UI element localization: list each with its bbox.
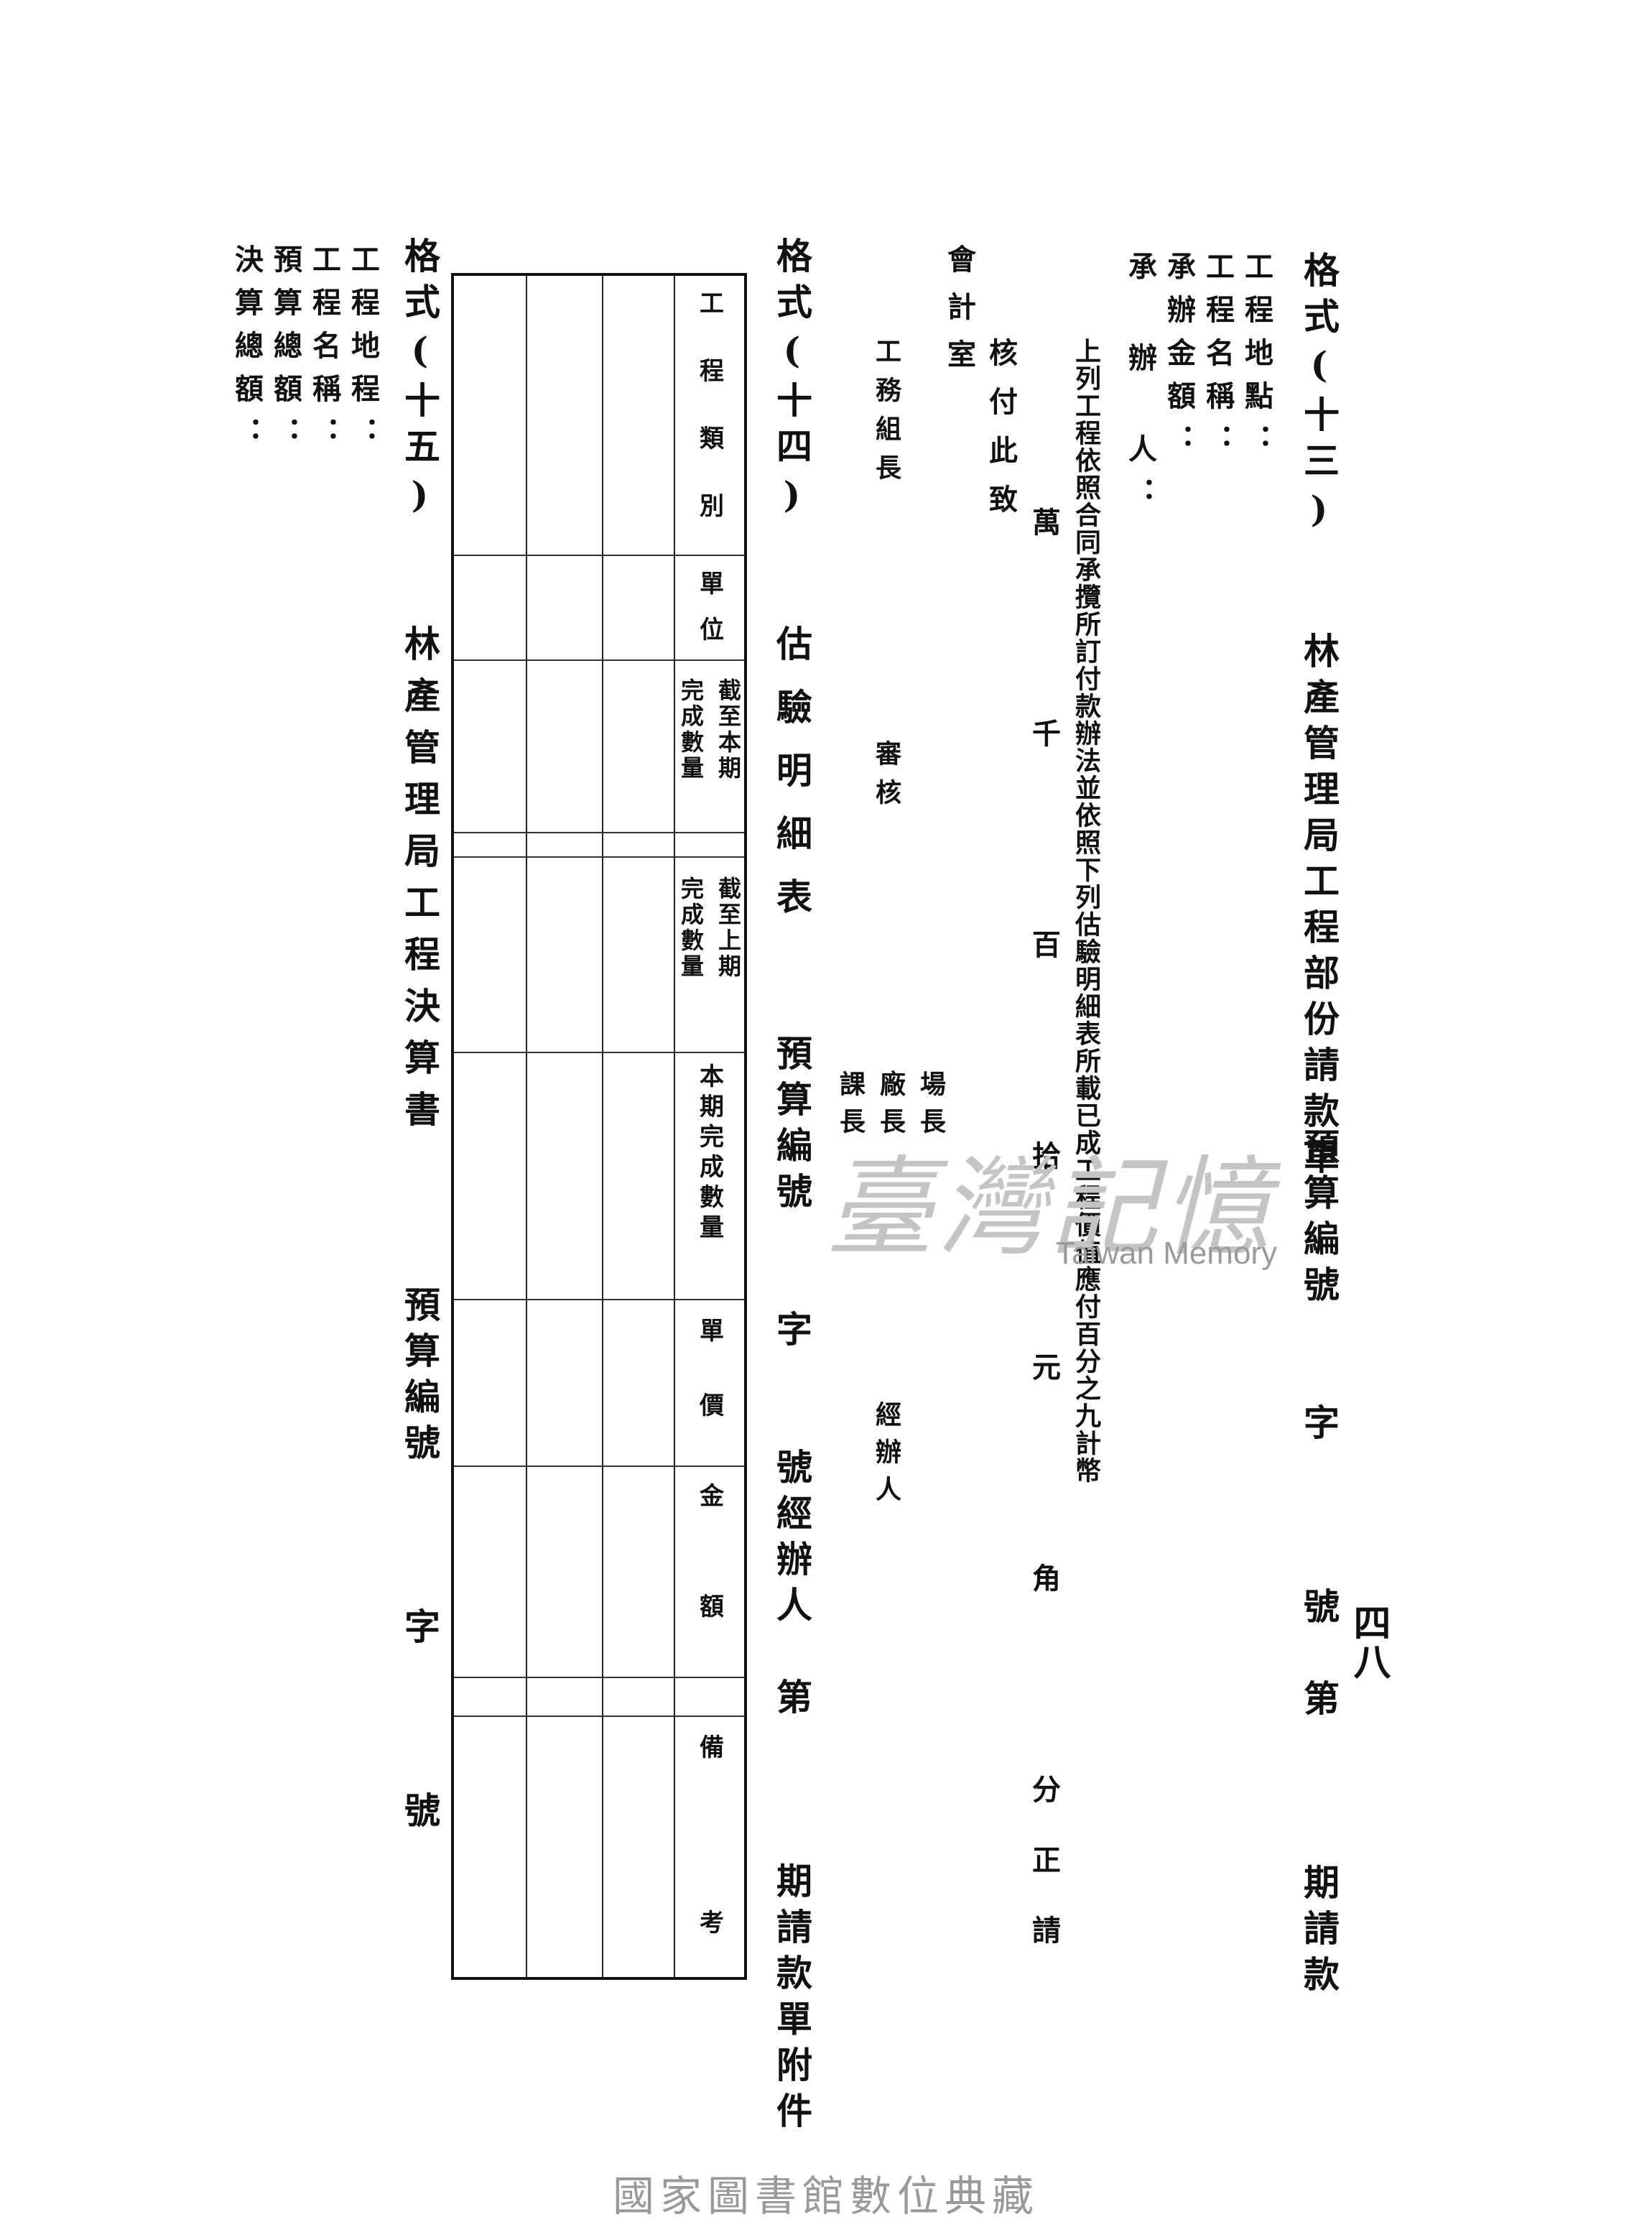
table-column-divider xyxy=(454,1052,744,1053)
col-header-cumulative-previous: 截至上期 完成數量 xyxy=(677,876,742,980)
form13-sign-field-head: 場長 xyxy=(916,1070,946,1145)
form13-approve-line: 核付此致 xyxy=(984,338,1018,533)
col-header-current-period: 本期完成數量 xyxy=(695,1063,724,1244)
form13-field-name: 工程名稱： xyxy=(1201,251,1235,467)
form14-budget-ref: 預算編號 字 號經辦人 第 期請款單附件 xyxy=(771,1034,813,2138)
form15-heading: 林產管理局工程決算書 xyxy=(399,625,441,1142)
form15-field-final-total: 決算總額： xyxy=(230,244,264,460)
form13-heading: 林產管理局工程部份請款單 xyxy=(1298,632,1340,1184)
form15-field-location: 工程地程： xyxy=(346,244,380,460)
estimate-detail-table: 工程類別 單位 截至本期 完成數量 截至上期 完成數量 本期完成數量 單價 金額 xyxy=(451,273,747,2085)
page-number: 四八 xyxy=(1347,1603,1391,1681)
form13-field-amount: 承辦金額： xyxy=(1162,251,1196,467)
col-header-amount: 金額 xyxy=(695,1483,724,1704)
form14-heading: 估驗明細表 xyxy=(771,625,813,941)
form15-field-name: 工程名稱： xyxy=(307,244,341,460)
form15-title: 格式(十五) xyxy=(399,237,441,526)
col-header-unit: 單位 xyxy=(695,570,724,662)
form13-sign-work-group: 工務組長 xyxy=(871,338,901,493)
table-column-divider xyxy=(454,555,744,556)
table-row-divider xyxy=(602,276,603,1977)
col-header-remarks: 備考 xyxy=(695,1734,724,2085)
table-column-divider xyxy=(454,856,744,858)
form15-budget-ref: 預算編號 字 號 xyxy=(399,1286,441,1838)
form13-field-location: 工程地點： xyxy=(1240,251,1273,467)
form13-title: 格式(十三) xyxy=(1298,251,1340,540)
table-column-divider xyxy=(454,1299,744,1300)
form13-amount-line: 萬 千 百 拾 元 角 分正請 xyxy=(1027,507,1061,1986)
form14-title: 格式(十四) xyxy=(771,237,813,526)
form13-statement: 上列工程依照合同承攬所訂付款辦法並依照下列估驗明細表所載已成工程價值應付百分之九… xyxy=(1071,338,1101,1484)
footer-credit: 國家圖書館數位典藏 xyxy=(612,2172,1039,2221)
form13-sign-factory-head: 廠長 xyxy=(876,1070,906,1145)
table-column-divider xyxy=(454,1716,744,1717)
form13-sign-handler: 經辦人 xyxy=(871,1401,901,1513)
table-row-divider xyxy=(674,276,675,1977)
col-header-unit-price: 單價 xyxy=(695,1318,724,1467)
table-column-divider xyxy=(454,832,744,833)
form13-sign-review: 審核 xyxy=(871,740,901,818)
table-column-divider xyxy=(454,1677,744,1678)
table-row-divider xyxy=(526,276,527,1977)
form13-budget-ref: 預算編號 字 號 第 期請款 xyxy=(1298,1128,1340,2001)
form13-field-contractor: 承 辦 人： xyxy=(1123,251,1157,520)
form13-accounting: 會計室 xyxy=(942,244,976,386)
col-header-work-type: 工程類別 xyxy=(695,290,724,560)
table-column-divider xyxy=(454,659,744,661)
col-header-cumulative-current: 截至本期 完成數量 xyxy=(677,678,742,782)
form13-sign-section-head: 課長 xyxy=(835,1070,866,1145)
table-column-divider xyxy=(454,1466,744,1467)
form15-field-budget-total: 預算總額： xyxy=(269,244,302,460)
